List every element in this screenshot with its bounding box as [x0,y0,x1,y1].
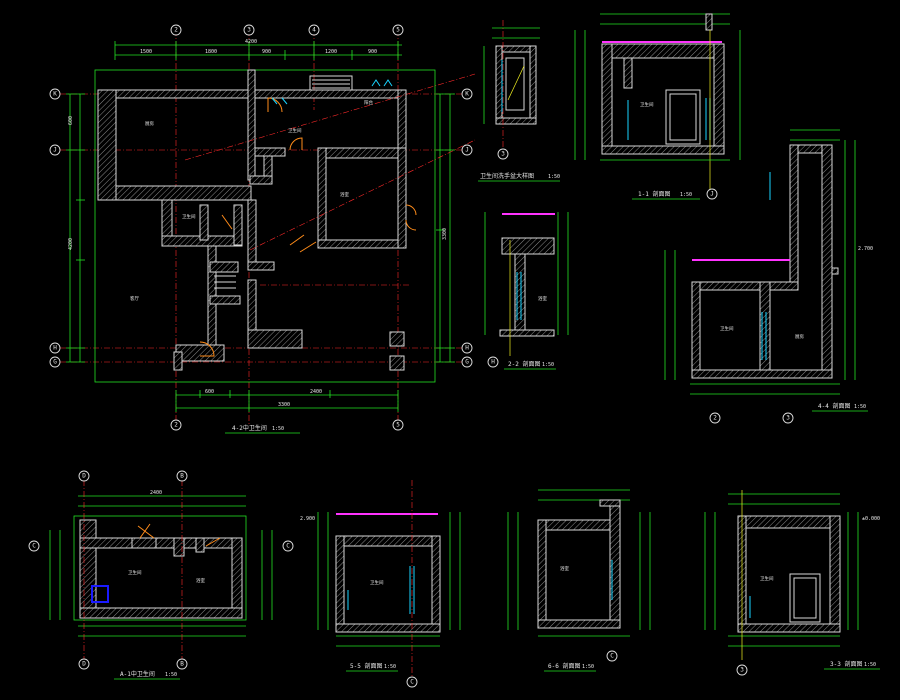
section-1-1: 卫生间 J 1-1 剖面图 1:50 [574,13,741,200]
plan-title-a-1: A-1中卫生间 [120,670,155,678]
axis-bubble-2-s4: 2 [713,415,717,422]
level-5-5: 2.900 [300,516,315,522]
section-5-5-title: 5-5 剖面图 [350,662,382,670]
axis-bubble-3-s3: 3 [740,667,744,674]
axis-bubble-4-top: 4 [312,27,316,34]
dim-left-a: 600 [68,116,74,125]
dim-top-a: 1500 [140,49,152,55]
dim-left-b: 4200 [68,238,74,250]
axis-bubble-H-s2: H [491,359,495,366]
dim-bot-b: 2400 [310,389,322,395]
room-label-s2: 浴室 [538,295,547,302]
section-3-3-scale: 1:50 [864,662,876,668]
axis-bubble-5-top: 5 [396,27,400,34]
room-label-s4b: 厨房 [795,333,804,340]
axis-bubble-3-detail: 3 [501,151,505,158]
level-4-4: 2.700 [858,246,873,252]
room-label-corridor: 卫生间 [288,127,302,134]
axis-bubble-J-left: J [53,147,57,154]
room-label-a1a: 卫生间 [128,569,142,576]
axis-bubble-D-bottom: D [82,661,86,668]
door-swing-1 [267,97,283,113]
section-2-2-title: 2-2 剖面图 [508,360,540,368]
room-label-s3: 卫生间 [760,575,774,582]
section-5-5-scale: 1:50 [384,664,396,670]
plan-a-1: 卫生间 浴室 D B D B C C A-1中卫生间 1:50 2400 [28,470,294,680]
plan-scale-a-1: 1:50 [165,672,177,678]
room-label-s1: 卫生间 [640,101,654,108]
section-6-6-title: 6-6 剖面图 [548,662,580,670]
axis-bubble-B-top: B [180,473,184,480]
section-4-4: 卫生间 厨房 2 3 4-4 剖面图 1:50 2.700 [664,129,873,424]
dim-bot-total: 3300 [278,402,290,408]
section-cut-line-1 [184,73,476,161]
axis-bubble-3-s4: 3 [786,415,790,422]
room-label-washroom: 卫生间 [182,213,196,220]
axis-bubble-C-left: C [32,543,36,550]
axis-bubble-G-right: G [465,359,469,366]
wall-top-left [97,89,254,99]
axis-bubble-2-bottom: 2 [174,422,178,429]
room-label-kitchen: 厨房 [145,120,154,127]
axis-bubble-H-right: H [465,345,469,352]
fixture-highlight [91,585,109,603]
dim-top-c: 900 [262,49,271,55]
axis-bubble-J-right: J [465,147,469,154]
detail-scale: 1:50 [548,174,560,180]
axis-bubble-5-bottom: 5 [396,422,400,429]
section-6-6: 浴室 C 6-6 剖面图 1:50 [507,489,651,672]
dim-top-b: 1800 [205,49,217,55]
room-label-s6: 浴室 [560,565,569,572]
dim-bot-a: 600 [205,389,214,395]
axis-bubble-C-s6: C [610,653,614,660]
dim-right-a: 3300 [442,228,448,240]
room-label-s5: 卫生间 [370,579,384,586]
section-6-6-scale: 1:50 [582,664,594,670]
plan-title-4-2: 4-2中卫生间 [232,424,267,432]
axis-bubble-3-top: 3 [247,27,251,34]
axis-bubble-B-bottom: B [180,661,184,668]
axis-bubble-C-right: C [286,543,290,550]
dim-top-d: 1200 [325,49,337,55]
axis-bubble-2-top: 2 [174,27,178,34]
section-2-2-scale: 1:50 [542,362,554,368]
main-floor-plan: 1500 1800 900 1200 900 4200 600 2400 330… [49,24,476,434]
axis-bubble-C-s5: C [410,679,414,686]
detail-plan-washbasin: 3 卫生间洗手盆大样图 1:50 [478,20,560,182]
section-3-3-title: 3-3 剖面图 [830,660,862,668]
axis-bubble-J-s1: J [710,191,714,198]
section-1-1-title: 1-1 剖面图 [638,190,670,198]
plan-scale-4-2: 1:50 [272,426,284,432]
section-cut-line-2 [249,139,476,251]
wall-left-upper [97,89,117,201]
balcony-door-1 [371,79,393,87]
section-3-3: 卫生间 3 3-3 剖面图 1:50 ±0.000 [704,490,880,676]
axis-bubble-D-top: D [82,473,86,480]
dim-top-e: 900 [368,49,377,55]
room-label-balcony: 阳台 [364,99,373,106]
room-label-toilet: 浴室 [340,191,349,198]
section-1-1-scale: 1:50 [680,192,692,198]
axis-bubble-G-left: G [53,359,57,366]
plan-outline [94,69,436,383]
room-label-s4a: 卫生间 [720,325,734,332]
dim-top-total: 4200 [245,39,257,45]
axis-bubble-K-right: K [465,91,469,98]
axis-bubble-K-left: K [53,91,57,98]
detail-title: 卫生间洗手盆大样图 [480,172,534,180]
room-label-living: 客厅 [130,295,139,302]
section-5-5: 卫生间 C 5-5 剖面图 1:50 2.900 [300,480,461,688]
level-3-3: ±0.000 [862,516,880,522]
section-4-4-scale: 1:50 [854,404,866,410]
section-4-4-title: 4-4 剖面图 [818,402,850,410]
dim-a1-top: 2400 [150,490,162,496]
axis-bubble-H-left: H [53,345,57,352]
room-label-a1b: 浴室 [196,577,205,584]
section-2-2: 浴室 H 2-2 剖面图 1:50 [484,212,569,370]
